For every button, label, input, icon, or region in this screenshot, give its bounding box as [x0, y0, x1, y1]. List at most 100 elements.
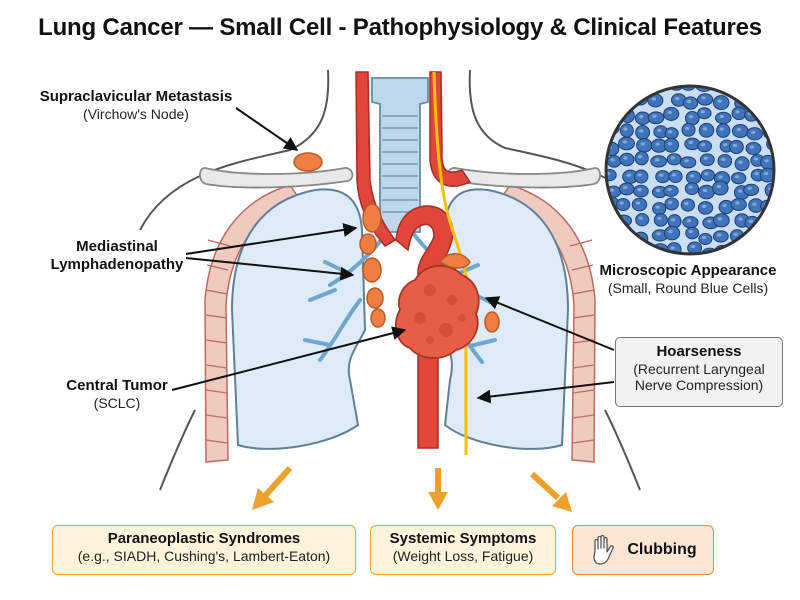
label-supraclavicular-title: Supraclavicular Metastasis — [39, 88, 233, 105]
cell-highlight — [608, 125, 613, 129]
label-central-tumor-title: Central Tumor — [66, 377, 168, 394]
cell-highlight — [635, 201, 641, 205]
callout-hoarseness-line2: Nerve Compression) — [634, 377, 764, 394]
cell-nucleus — [631, 197, 648, 212]
cell-nucleus — [606, 168, 617, 182]
cell-highlight — [707, 219, 712, 223]
cell-highlight — [719, 127, 724, 131]
cell-nucleus — [619, 123, 634, 138]
label-microscopic: Microscopic Appearance (Small, Round Blu… — [588, 262, 788, 296]
cell-highlight — [738, 217, 743, 221]
cell-nucleus — [697, 140, 713, 153]
cell-highlight — [688, 140, 693, 145]
cell-nucleus — [606, 215, 621, 230]
cell-highlight — [623, 249, 628, 253]
cell-highlight — [734, 175, 740, 179]
cell-nucleus — [666, 153, 682, 166]
left-clavicle — [198, 167, 354, 189]
cell-nucleus — [698, 184, 715, 200]
cell-nucleus — [717, 154, 733, 168]
cell-nucleus — [615, 232, 631, 246]
cell-nucleus — [730, 172, 747, 185]
label-central-tumor: Central Tumor (SCLC) — [52, 377, 182, 411]
cell-highlight — [722, 203, 727, 208]
cell-nucleus — [716, 123, 731, 138]
cell-nucleus — [606, 86, 619, 93]
cell-highlight — [667, 110, 672, 115]
cell-nucleus — [606, 227, 618, 240]
cell-highlight — [685, 80, 689, 83]
cell-nucleus — [748, 86, 763, 93]
cell-nucleus — [681, 122, 696, 137]
cell-nucleus — [698, 232, 713, 246]
cell-nucleus — [685, 226, 700, 240]
cell-nucleus — [680, 198, 696, 212]
cell-highlight — [610, 158, 615, 162]
cell-highlight — [609, 188, 615, 192]
cell-nucleus — [766, 107, 774, 120]
cell-nucleus — [650, 155, 668, 168]
cell-highlight — [640, 142, 645, 146]
box-clubbing-title: Clubbing — [627, 541, 697, 559]
cell-highlight — [750, 130, 756, 134]
cell-highlight — [670, 156, 675, 160]
cell-highlight — [736, 127, 741, 132]
cell-highlight — [657, 128, 662, 132]
cell-nucleus — [663, 225, 681, 241]
box-systemic-title: Systemic Symptoms — [389, 530, 537, 547]
cell-highlight — [688, 115, 693, 119]
cell-nucleus — [762, 86, 774, 93]
cell-highlight — [733, 232, 738, 236]
cell-highlight — [717, 99, 722, 103]
cell-highlight — [684, 201, 689, 206]
cell-nucleus — [635, 213, 650, 227]
cell-highlight — [719, 114, 724, 119]
cell-highlight — [673, 81, 677, 84]
cell-nucleus — [682, 96, 699, 110]
cell-highlight — [623, 156, 628, 160]
cell-highlight — [689, 174, 695, 178]
cell-highlight — [769, 110, 774, 114]
cell-highlight — [702, 188, 708, 193]
label-microscopic-title: Microscopic Appearance — [599, 262, 777, 279]
cell-highlight — [763, 172, 769, 176]
box-clubbing: Clubbing — [572, 525, 714, 575]
cell-nucleus — [731, 123, 749, 139]
cell-highlight — [703, 156, 708, 160]
cell-nucleus — [664, 197, 679, 211]
cell-highlight — [657, 80, 661, 83]
cell-highlight — [656, 232, 661, 236]
cell-nucleus — [758, 246, 774, 254]
cell-highlight — [606, 115, 610, 119]
cell-highlight — [738, 189, 743, 193]
cell-highlight — [738, 160, 743, 164]
cell-highlight — [652, 114, 657, 118]
cell-highlight — [753, 157, 759, 161]
cell-nucleus — [728, 86, 745, 96]
cell-highlight — [754, 171, 759, 176]
cell-highlight — [701, 96, 706, 100]
cell-highlight — [747, 186, 752, 190]
cell-highlight — [668, 229, 673, 234]
cell-highlight — [688, 229, 693, 234]
cell-nucleus — [667, 214, 682, 229]
page-title: Lung Cancer — Small Cell - Pathophysiolo… — [38, 14, 762, 41]
leader-arrows — [171, 107, 615, 404]
cell-highlight — [637, 188, 642, 192]
cell-nucleus — [682, 216, 699, 229]
cell-nucleus — [698, 122, 715, 138]
cell-nucleus — [663, 184, 679, 197]
cell-nucleus — [759, 167, 774, 183]
label-central-tumor-subtitle: (SCLC) — [93, 394, 141, 411]
left-lung — [230, 188, 367, 450]
cell-highlight — [718, 175, 723, 179]
cell-nucleus — [634, 151, 649, 166]
cell-nucleus — [729, 139, 744, 155]
cell-nucleus — [652, 202, 667, 216]
cell-nucleus — [619, 245, 635, 254]
cell-highlight — [765, 97, 770, 101]
cell-highlight — [688, 185, 693, 189]
cell-highlight — [752, 202, 757, 206]
cell-highlight — [638, 115, 644, 119]
